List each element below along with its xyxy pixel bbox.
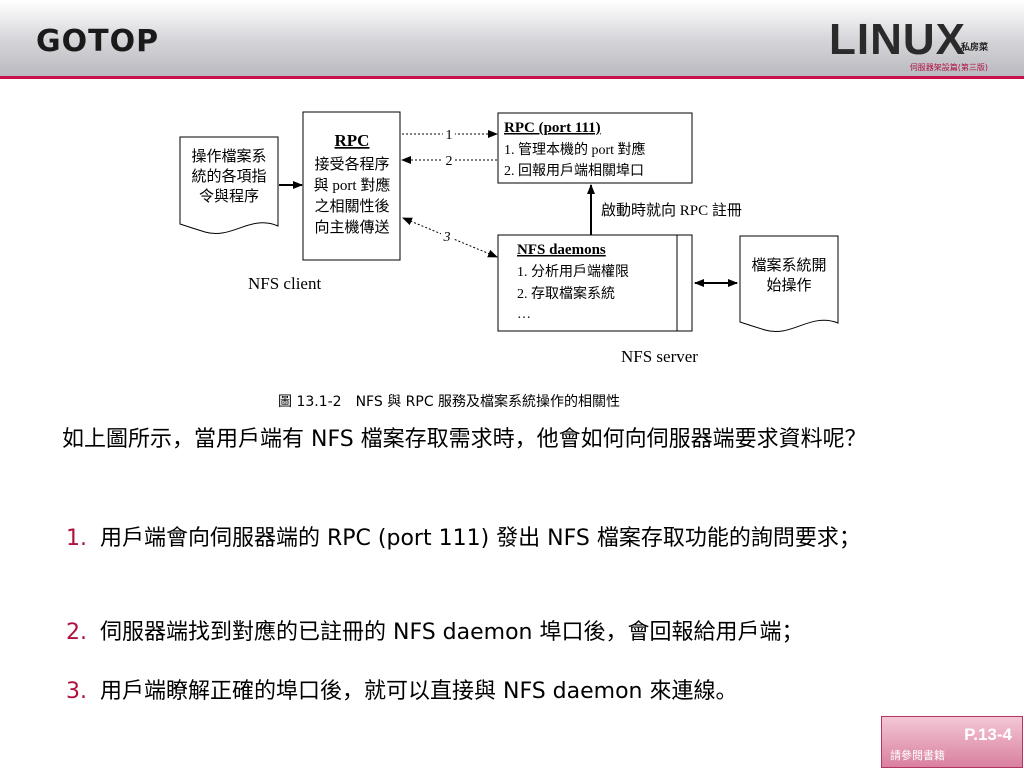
arrow-1-label: 1 [446,128,453,143]
linux-logo-small-text: 私房菜 [960,43,988,53]
header-bar: GOTOP LINUX 私房菜 伺服器架設篇(第三版) [0,0,1024,76]
list-item-text: 用戶端瞭解正確的埠口後，就可以直接與 NFS daemon 來連線。 [100,679,738,704]
list-item-text: 用戶端會向伺服器端的 RPC (port 111) 發出 NFS 檔案存取功能的… [100,526,861,551]
list-item-number: 1. [66,526,87,551]
client-rpc-line: 與 port 對應 [314,176,391,194]
arrow-3 [402,217,498,258]
client-document-shape [179,136,279,234]
client-rpc-line: 之相關性後 [314,198,389,215]
nfs-daemons-title: NFS daemons [517,242,606,258]
intro-paragraph: 如上圖所示，當用戶端有 NFS 檔案存取需求時，他會如何向伺服器端要求資料呢？ [62,427,867,452]
server-doc-line: 檔案系統開 [751,256,826,274]
nfs-daemons-line: 1. 分析用戶端權限 [517,264,629,280]
arrow-3-label-bg [441,228,453,244]
nfs-rpc-diagram: 操作檔案系 統的各項指 令與程序 RPC 接受各程序 與 port 對應 之相關… [179,111,839,366]
server-rpc-box [497,112,693,184]
nfs-client-label: NFS client [248,274,321,293]
arrow-2-label: 2 [446,154,453,169]
client-doc-line: 操作檔案系 [191,147,266,165]
gotop-logo: GOTOP [36,24,160,59]
arrow-2-label-bg [443,152,455,168]
figure-caption: 圖 13.1-2 NFS 與 RPC 服務及檔案系統操作的相關性 [278,394,621,410]
page-note: 請參閱書籍 [890,749,945,762]
client-rpc-box [302,111,401,261]
list-item-text: 伺服器端找到對應的已註冊的 NFS daemon 埠口後，會回報給用戶端； [100,620,804,645]
server-rpc-title: RPC (port 111) [504,120,601,136]
client-doc-line: 令與程序 [199,188,259,205]
nfs-daemons-box [497,234,693,332]
linux-logo-subtitle: 伺服器架設篇(第三版) [909,63,988,72]
nfs-daemons-line: … [517,307,531,322]
client-rpc-line: 向主機傳送 [314,219,389,236]
server-rpc-line: 2. 回報用戶端相關埠口 [504,162,644,179]
register-label: 啟動時就向 RPC 註冊 [601,202,742,219]
list-item-number: 2. [66,620,87,645]
page-badge: P.13-4 請參閱書籍 [881,716,1023,768]
server-document-shape [739,235,839,332]
client-doc-line: 統的各項指 [191,168,266,185]
nfs-daemons-line: 2. 存取檔案系統 [517,285,615,302]
header-divider [0,76,1024,79]
arrow-3-label: 3 [443,230,451,245]
nfs-server-label: NFS server [621,347,698,366]
server-rpc-line: 1. 管理本機的 port 對應 [504,141,646,158]
list-item-number: 3. [66,679,87,704]
client-rpc-line: 接受各程序 [314,156,389,173]
page-number: P.13-4 [964,725,1012,744]
server-doc-line: 始操作 [766,277,811,294]
arrow-1-label-bg [443,126,455,142]
client-rpc-title: RPC [335,131,370,150]
linux-logo: LINUX [829,15,966,64]
